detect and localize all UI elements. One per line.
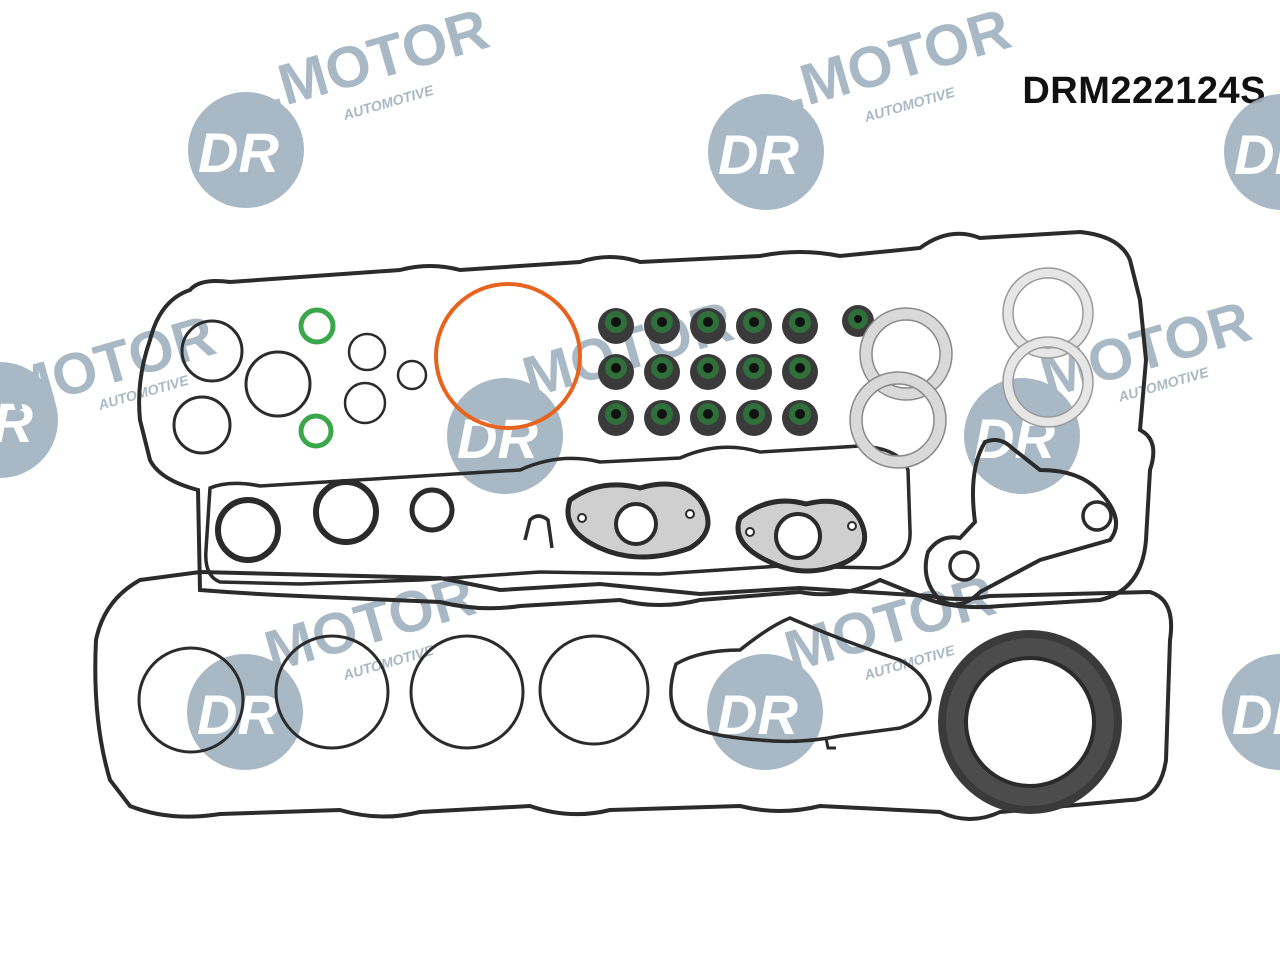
intake-port-gasket bbox=[274, 634, 390, 750]
exhaust-ring bbox=[1002, 336, 1094, 428]
o-ring bbox=[172, 395, 232, 455]
watermark-logo bbox=[1222, 654, 1280, 770]
valve-stem-seal bbox=[782, 400, 818, 436]
oil-pan-gasket-tab bbox=[824, 737, 836, 750]
o-ring bbox=[396, 359, 428, 391]
valve-stem-seal bbox=[690, 308, 726, 344]
svg-text:MOTOR: MOTOR bbox=[516, 289, 740, 411]
o-ring bbox=[215, 497, 281, 563]
egr-flange-gasket bbox=[565, 481, 711, 560]
valve-stem-seal bbox=[598, 308, 634, 344]
green-o-ring bbox=[298, 307, 336, 345]
o-ring bbox=[1081, 500, 1113, 532]
product-code: DRM222124S bbox=[1022, 70, 1266, 112]
valve-cover-gasket-lower bbox=[93, 569, 1173, 821]
o-ring bbox=[244, 350, 312, 418]
valve-stem-seal bbox=[598, 354, 634, 390]
valve-stem-seal bbox=[842, 305, 874, 337]
watermark-logo: .MOTOR AUTOMOTIVE bbox=[708, 0, 1018, 210]
timing-cover-gasket bbox=[923, 438, 1119, 607]
watermark-logo: MOTOR AUTOMOTIVE bbox=[0, 303, 222, 478]
exhaust-ring bbox=[859, 307, 953, 401]
valve-stem-seal bbox=[782, 354, 818, 390]
valve-stem-seal bbox=[736, 400, 772, 436]
o-ring bbox=[347, 332, 387, 372]
egr-flange-gasket bbox=[735, 498, 868, 574]
intake-port-gasket bbox=[137, 646, 245, 754]
breather-tab-gasket bbox=[523, 514, 554, 549]
green-o-ring bbox=[298, 413, 334, 449]
exhaust-ring bbox=[849, 371, 947, 469]
o-ring bbox=[343, 381, 387, 425]
o-ring bbox=[180, 319, 244, 383]
crankshaft-seal bbox=[938, 630, 1122, 814]
valve-stem-seal bbox=[644, 400, 680, 436]
valve-cover-gasket-upper bbox=[137, 229, 1156, 611]
watermark-logo: .MOTOR AUTOMOTIVE bbox=[188, 0, 496, 208]
valve-stem-seal bbox=[736, 354, 772, 390]
oil-pan-gasket bbox=[669, 616, 932, 744]
valve-stem-seal bbox=[782, 308, 818, 344]
watermark-logo bbox=[1224, 94, 1280, 210]
intake-port-gasket bbox=[409, 634, 525, 750]
o-ring bbox=[313, 479, 379, 545]
valve-stem-seal bbox=[736, 308, 772, 344]
valve-stem-seal-set bbox=[598, 308, 818, 436]
o-ring bbox=[948, 550, 980, 582]
valve-stem-seal bbox=[598, 400, 634, 436]
valve-stem-seal bbox=[644, 308, 680, 344]
valve-stem-seal bbox=[644, 354, 680, 390]
valve-stem-seal bbox=[690, 400, 726, 436]
intake-port-gasket bbox=[538, 634, 650, 746]
exhaust-ring bbox=[1002, 267, 1094, 359]
orange-o-ring bbox=[434, 282, 582, 430]
o-ring bbox=[409, 487, 455, 533]
valve-stem-seal bbox=[690, 354, 726, 390]
